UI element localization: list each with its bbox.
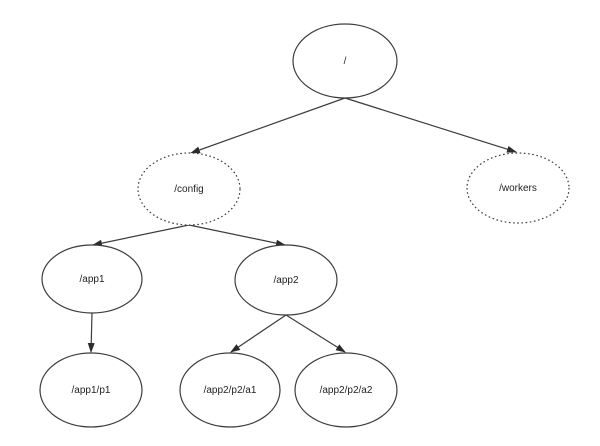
- edge-root-to-config: [190, 97, 346, 154]
- node-app2-p2-a2: /app2/p2/a2: [294, 352, 398, 428]
- node-app2-ellipse: [234, 244, 338, 316]
- node-workers-label: /workers: [499, 183, 537, 194]
- node-root-label: /: [344, 56, 347, 67]
- node-app2-p2-a2-ellipse: [294, 352, 398, 428]
- node-workers-ellipse: [466, 152, 570, 224]
- edge-root-to-workers: [344, 97, 517, 153]
- node-app1: /app1: [41, 244, 143, 314]
- node-app2-label: /app2: [273, 275, 298, 286]
- node-app1-label: /app1: [79, 274, 104, 285]
- node-config: /config: [137, 152, 241, 226]
- node-app2-p2-a2-label: /app2/p2/a2: [320, 385, 373, 396]
- node-app2: /app2: [234, 244, 338, 316]
- node-root: /: [292, 23, 398, 99]
- node-app1-ellipse: [41, 244, 143, 314]
- node-config-label: /config: [174, 184, 203, 195]
- node-app1-p1-ellipse: [39, 352, 143, 428]
- node-workers: /workers: [466, 152, 570, 224]
- node-app1-p1: /app1/p1: [39, 352, 143, 428]
- edge-app2-to-app2-p2-a1: [230, 314, 287, 353]
- node-root-ellipse: [292, 23, 398, 99]
- node-app2-p2-a1-ellipse: [179, 352, 281, 428]
- edge-app1-to-app1-p1: [87, 312, 95, 353]
- node-app2-p2-a1-label: /app2/p2/a1: [204, 385, 257, 396]
- node-config-ellipse: [137, 152, 241, 226]
- diagram-edges: [87, 97, 517, 353]
- edge-config-to-app2: [188, 224, 286, 247]
- node-app1-p1-label: /app1/p1: [72, 385, 111, 396]
- edge-config-to-app1: [92, 224, 190, 247]
- edge-app2-to-app2-p2-a2: [285, 314, 346, 353]
- node-app2-p2-a1: /app2/p2/a1: [179, 352, 281, 428]
